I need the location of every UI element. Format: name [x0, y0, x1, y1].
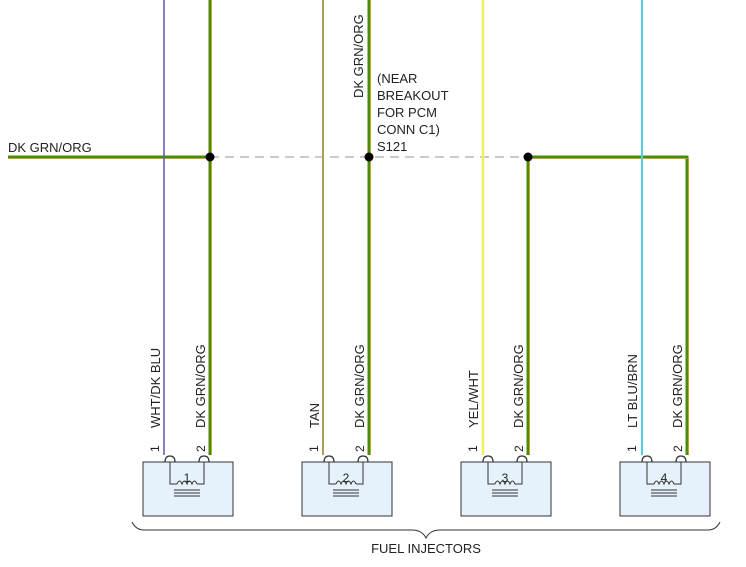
injector-4-pin1: 1 [625, 445, 639, 452]
top-wire-label: DK GRN/ORG [351, 14, 366, 98]
splice-dot-1 [205, 152, 215, 162]
splice-note: (NEAR BREAKOUT FOR PCM CONN C1) S121 [377, 71, 449, 154]
injector-1-wire2-label: DK GRN/ORG [193, 344, 208, 428]
group-brace [131, 521, 721, 540]
splice-dot-3 [523, 152, 533, 162]
injector-3-body [460, 461, 552, 517]
injector-4-wire2-label: DK GRN/ORG [670, 344, 685, 428]
injector-4: LT BLU/BRN DK GRN/ORG 1 2 4 [619, 344, 711, 517]
splice-note-line-2: BREAKOUT [377, 88, 449, 103]
injector-1-pin2: 2 [194, 445, 208, 452]
injector-3: YEL/WHT DK GRN/ORG 1 2 3 [460, 344, 552, 517]
splice-note-line-4: CONN C1) [377, 122, 440, 137]
injector-3-wire2-label: DK GRN/ORG [511, 344, 526, 428]
splice-dot-2 [364, 152, 374, 162]
injector-1-wire1-label: WHT/DK BLU [148, 348, 163, 428]
group-label: FUEL INJECTORS [371, 541, 481, 556]
injector-4-pin2: 2 [671, 445, 685, 452]
injector-2-body [301, 461, 393, 517]
injector-4-wire1-label: LT BLU/BRN [625, 354, 640, 428]
injector-2-wire2-label: DK GRN/ORG [352, 344, 367, 428]
injector-2-wire1-label: TAN [307, 403, 322, 428]
splice-note-line-1: (NEAR [377, 71, 417, 86]
injector-3-number: 3 [502, 471, 509, 485]
injector-1-number: 1 [184, 471, 191, 485]
injector-4-body [619, 461, 711, 517]
injector-3-pin1: 1 [466, 445, 480, 452]
injector-2-pin1: 1 [307, 445, 321, 452]
injector-1: WHT/DK BLU DK GRN/ORG 1 2 1 [142, 344, 234, 517]
injector-1-pin1: 1 [148, 445, 162, 452]
injector-1-body [142, 461, 234, 517]
injector-2-number: 2 [343, 471, 350, 485]
injector-3-pin2: 2 [512, 445, 526, 452]
splice-note-line-3: FOR PCM [377, 105, 437, 120]
injector-2-pin2: 2 [353, 445, 367, 452]
injector-2: TAN DK GRN/ORG 1 2 2 [301, 344, 393, 517]
injector-4-number: 4 [661, 471, 668, 485]
splice-id: S121 [377, 139, 407, 154]
injector-3-wire1-label: YEL/WHT [466, 370, 481, 428]
main-wire-label: DK GRN/ORG [8, 140, 92, 155]
right-branch-wire [528, 155, 689, 455]
